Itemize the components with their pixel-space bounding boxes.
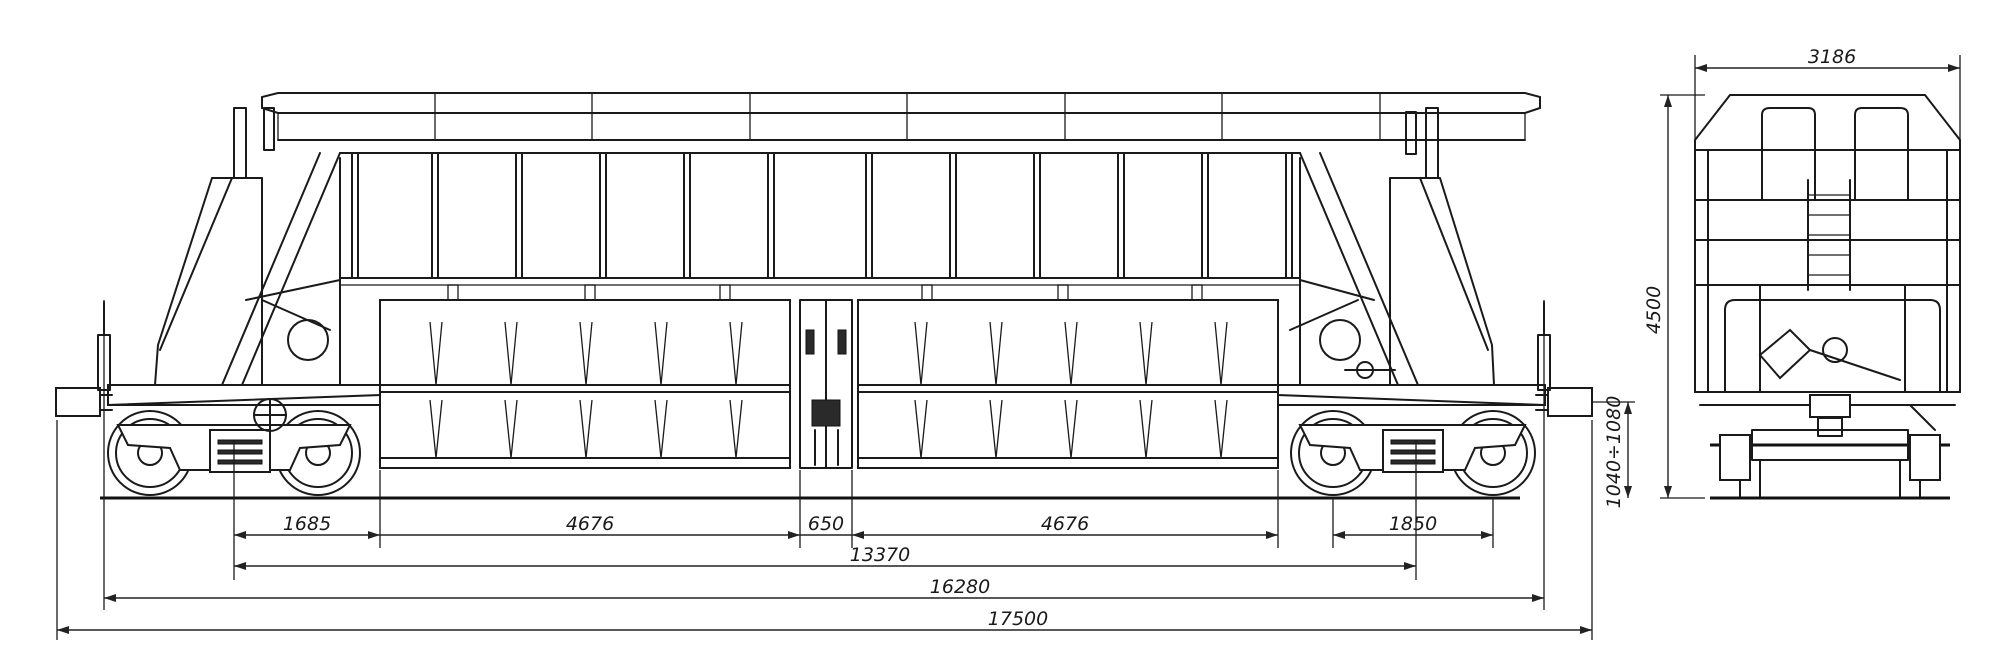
end-view: 3186 4500 bbox=[1643, 46, 1961, 500]
dim-1850: 1850 bbox=[1389, 513, 1437, 535]
dim-4500: 4500 bbox=[1643, 286, 1665, 334]
dim-13370: 13370 bbox=[850, 544, 910, 566]
roof bbox=[233, 92, 1541, 179]
dim-1685: 1685 bbox=[283, 513, 331, 535]
dimension-row-1: 1685 4676 650 4676 1850 bbox=[234, 513, 1493, 539]
dim-4676-left: 4676 bbox=[566, 513, 614, 535]
underframe bbox=[107, 384, 1546, 407]
dim-17500: 17500 bbox=[988, 608, 1048, 630]
end-frames bbox=[154, 152, 1495, 386]
dim-16280: 16280 bbox=[930, 576, 990, 598]
dim-650: 650 bbox=[808, 513, 844, 535]
dimension-rows-overall: 13370 16280 17500 bbox=[57, 544, 1592, 634]
bogie-right bbox=[1290, 410, 1536, 496]
dim-1040-1080: 1040÷1080 bbox=[1603, 396, 1625, 509]
dim-3186: 3186 bbox=[1808, 46, 1856, 68]
upper-body bbox=[339, 152, 1301, 301]
side-view: 1685 4676 650 4676 1850 13370 16280 bbox=[55, 92, 1635, 640]
bogie-left bbox=[107, 398, 361, 496]
hopper-gates bbox=[379, 299, 1279, 469]
dimension-coupler-height: 1040÷1080 bbox=[1592, 396, 1635, 509]
dim-4676-right: 4676 bbox=[1041, 513, 1089, 535]
